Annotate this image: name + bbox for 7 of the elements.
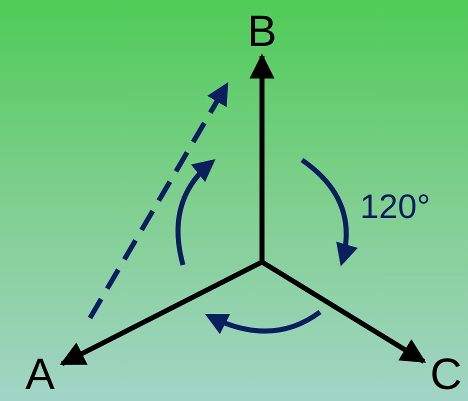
angle-label: 120° xyxy=(360,188,430,227)
vector-arrow xyxy=(60,260,264,366)
point-label: B xyxy=(247,10,277,54)
vector-arrow xyxy=(250,54,274,262)
point-label: A xyxy=(25,353,55,397)
vector-arrow xyxy=(260,260,426,364)
point-label: C xyxy=(430,353,462,397)
